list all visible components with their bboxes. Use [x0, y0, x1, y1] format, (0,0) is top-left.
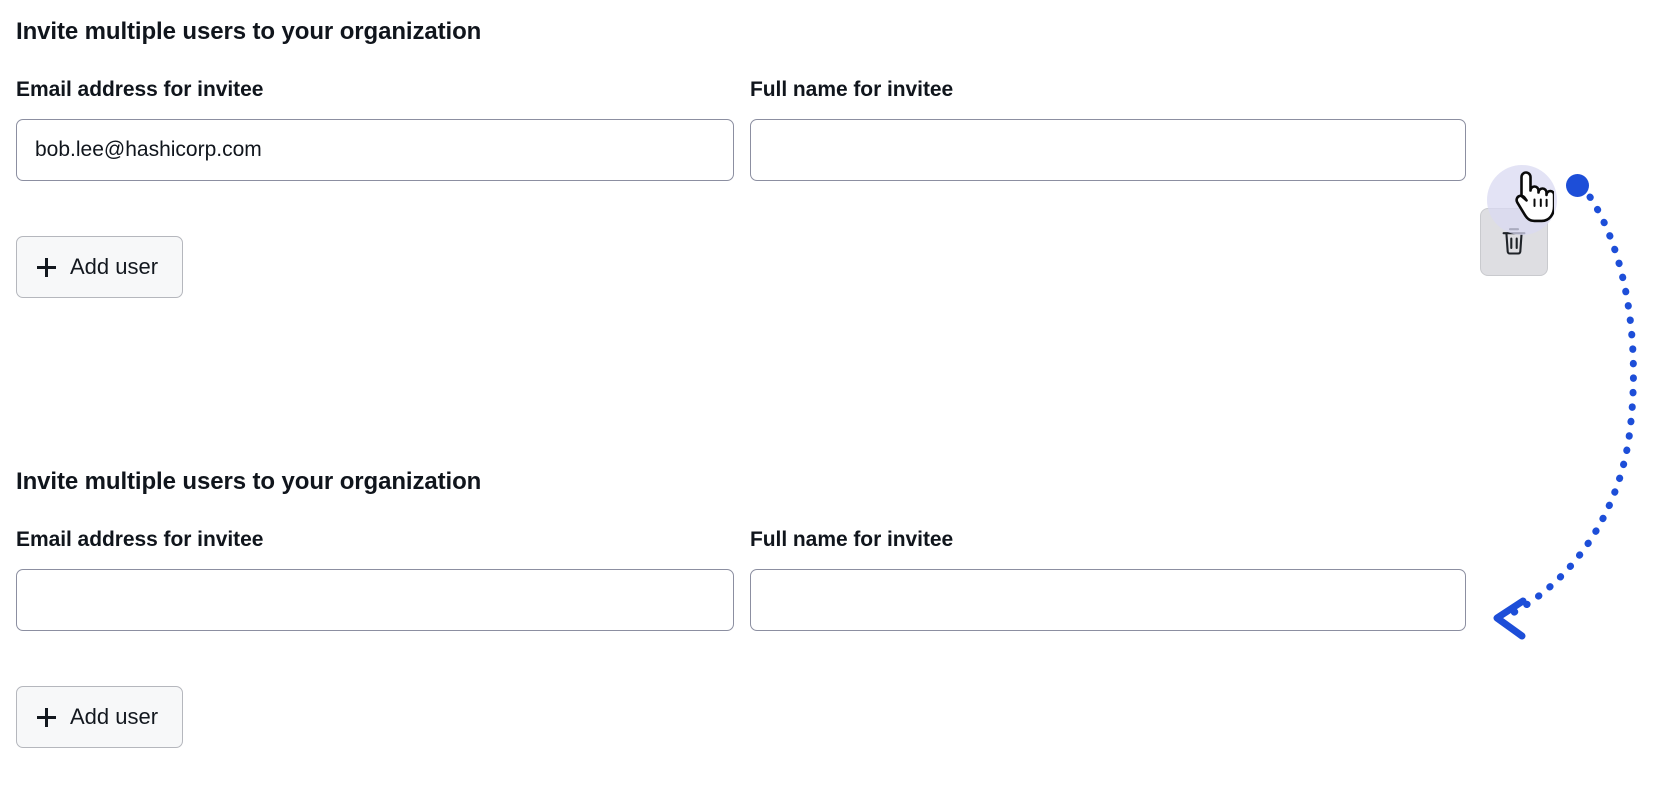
invitee-field-row-2: Email address for invitee Full name for … — [0, 528, 1672, 668]
plus-icon-2 — [37, 707, 56, 727]
email-field-label: Email address for invitee — [16, 78, 264, 101]
delete-invitee-button[interactable] — [1480, 208, 1548, 276]
fullname-field-label-2: Full name for invitee — [750, 528, 954, 551]
email-field-group-2: Email address for invitee — [16, 528, 734, 631]
add-user-button-label: Add user — [70, 254, 159, 279]
fullname-input-2[interactable] — [750, 569, 1466, 631]
fullname-field-group-2: Full name for invitee — [750, 528, 1466, 631]
trash-icon — [1500, 226, 1528, 259]
page-title: Invite multiple users to your organizati… — [16, 18, 482, 45]
email-input[interactable] — [16, 119, 734, 181]
invitee-field-row: Email address for invitee Full name for … — [0, 78, 1672, 276]
fullname-input[interactable] — [750, 119, 1466, 181]
fullname-field-label: Full name for invitee — [750, 78, 954, 101]
add-user-button[interactable]: Add user — [16, 236, 184, 298]
plus-icon — [37, 257, 56, 277]
add-user-button-2[interactable]: Add user — [16, 686, 184, 748]
add-user-button-label-2: Add user — [70, 704, 159, 729]
fullname-field-group: Full name for invitee — [750, 78, 1466, 181]
page-title-2: Invite multiple users to your organizati… — [16, 468, 482, 495]
email-field-label-2: Email address for invitee — [16, 528, 264, 551]
email-field-group: Email address for invitee — [16, 78, 734, 181]
email-input-2[interactable] — [16, 569, 734, 631]
